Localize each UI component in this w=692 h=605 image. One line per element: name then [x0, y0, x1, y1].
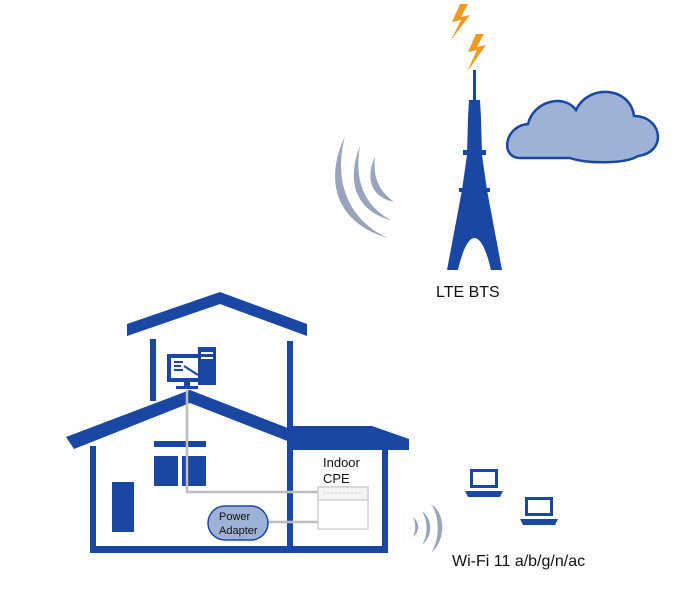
laptop-icon	[520, 497, 558, 525]
bts-label: LTE BTS	[436, 284, 500, 301]
lte-tower	[447, 70, 502, 270]
indoor-cpe-device	[317, 486, 369, 530]
cpe-label-line1: Indoor	[323, 455, 360, 470]
house-walls	[90, 339, 388, 553]
cable	[185, 390, 320, 524]
house-door	[112, 482, 134, 532]
power-adapter	[207, 505, 269, 541]
wifi-label: Wi-Fi 11 a/b/g/n/ac	[452, 553, 586, 570]
power-adapter-label-line1: Power	[219, 511, 251, 523]
house-roof	[66, 292, 409, 450]
wifi-signal-icon	[413, 504, 443, 553]
house-windows	[154, 441, 206, 486]
cpe-label-line2: CPE	[323, 471, 350, 486]
desktop-computer-icon	[167, 347, 216, 389]
lightning-icon	[451, 4, 486, 72]
tower-signal-icon	[335, 136, 394, 238]
power-adapter-label-line2: Adapter	[219, 525, 258, 537]
cloud-icon	[505, 90, 659, 164]
laptop-icon	[465, 469, 503, 497]
